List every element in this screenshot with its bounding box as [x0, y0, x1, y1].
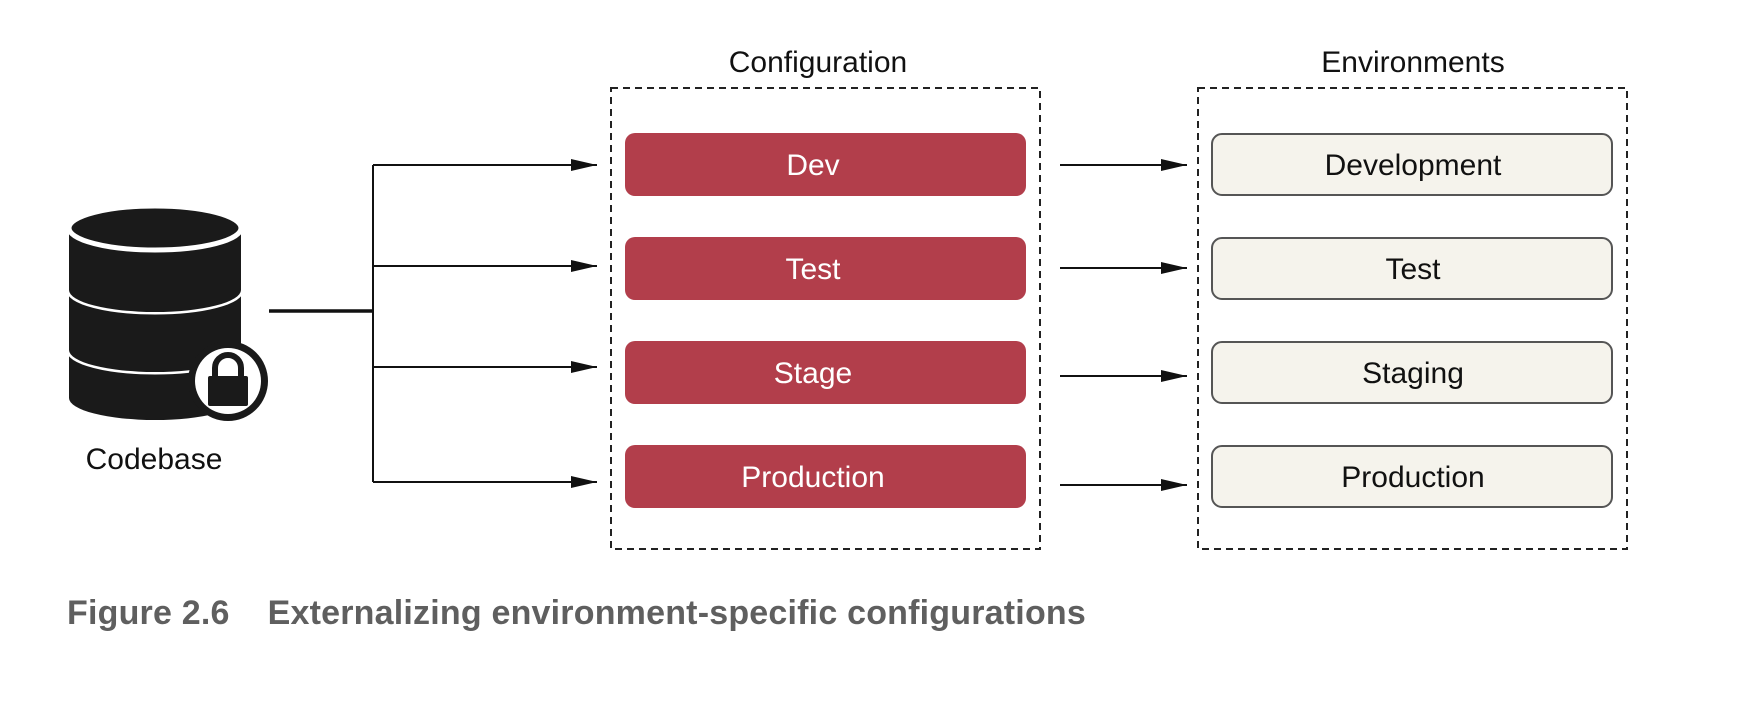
- figure-number: Figure 2.6: [67, 594, 230, 632]
- database-lock-icon: [66, 203, 268, 421]
- configuration-title: Configuration: [729, 46, 907, 79]
- figure-caption-text: Externalizing environment-specific confi…: [267, 594, 1086, 632]
- config-label-stage: Stage: [774, 357, 852, 390]
- config-label-test: Test: [785, 253, 841, 286]
- configuration-frame: [610, 87, 1041, 550]
- env-label-development: Development: [1325, 149, 1502, 182]
- configuration-group: Configuration Dev Test Stage Production: [610, 46, 1041, 550]
- config-box-stage: [625, 341, 1026, 404]
- config-label-production: Production: [741, 461, 884, 494]
- environments-title: Environments: [1321, 46, 1504, 79]
- env-label-test: Test: [1385, 253, 1441, 286]
- environments-frame: [1197, 87, 1628, 550]
- env-label-staging: Staging: [1362, 357, 1464, 390]
- figure-caption: Figure 2.6 Externalizing environment-spec…: [67, 594, 1086, 633]
- env-box-staging: [1211, 341, 1613, 404]
- env-box-production: [1211, 445, 1613, 508]
- fan-out-connector: [269, 159, 597, 488]
- codebase-label: Codebase: [86, 443, 223, 476]
- env-label-production: Production: [1341, 461, 1484, 494]
- env-box-development: [1211, 133, 1613, 196]
- environments-group: Environments Development Test Staging Pr…: [1197, 46, 1628, 550]
- config-box-production: [625, 445, 1026, 508]
- env-box-test: [1211, 237, 1613, 300]
- config-label-dev: Dev: [786, 149, 839, 182]
- config-box-dev: [625, 133, 1026, 196]
- config-box-test: [625, 237, 1026, 300]
- config-to-env-arrows: [1060, 159, 1187, 491]
